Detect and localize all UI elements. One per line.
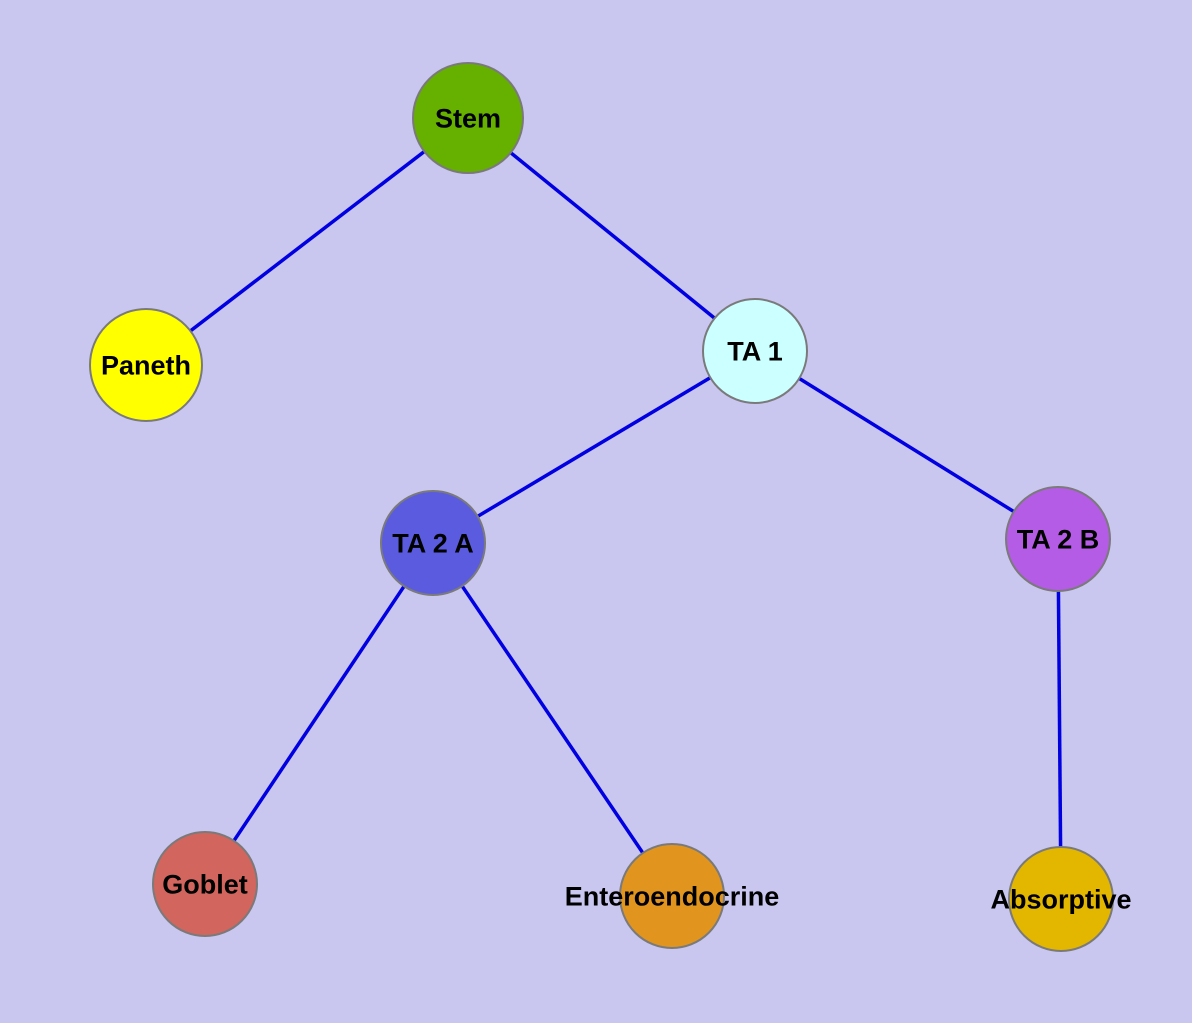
edge-stem-paneth[interactable]	[144, 116, 470, 367]
edge-ta1-ta2b[interactable]	[754, 349, 1059, 541]
node-group-paneth: Paneth	[89, 308, 203, 422]
edge-ta2a-goblet[interactable]	[203, 542, 435, 885]
node-goblet[interactable]	[152, 831, 258, 937]
node-paneth[interactable]	[89, 308, 203, 422]
node-ta1[interactable]	[702, 298, 808, 404]
node-group-ta1: TA 1	[702, 298, 808, 404]
node-group-ta2b: TA 2 B	[1005, 486, 1111, 592]
edge-ta1-ta2a[interactable]	[432, 349, 756, 545]
edge-ta2a-enteroendocrine[interactable]	[431, 542, 674, 897]
edge-stem-ta1[interactable]	[466, 116, 757, 353]
node-stem[interactable]	[412, 62, 524, 174]
node-enteroendocrine[interactable]	[619, 843, 725, 949]
edge-ta2b-absorptive[interactable]	[1056, 538, 1063, 900]
node-group-ta2a: TA 2 A	[380, 490, 486, 596]
node-ta2a[interactable]	[380, 490, 486, 596]
node-absorptive[interactable]	[1008, 846, 1114, 952]
node-group-stem: Stem	[412, 62, 524, 174]
node-group-goblet: Goblet	[152, 831, 258, 937]
node-ta2b[interactable]	[1005, 486, 1111, 592]
